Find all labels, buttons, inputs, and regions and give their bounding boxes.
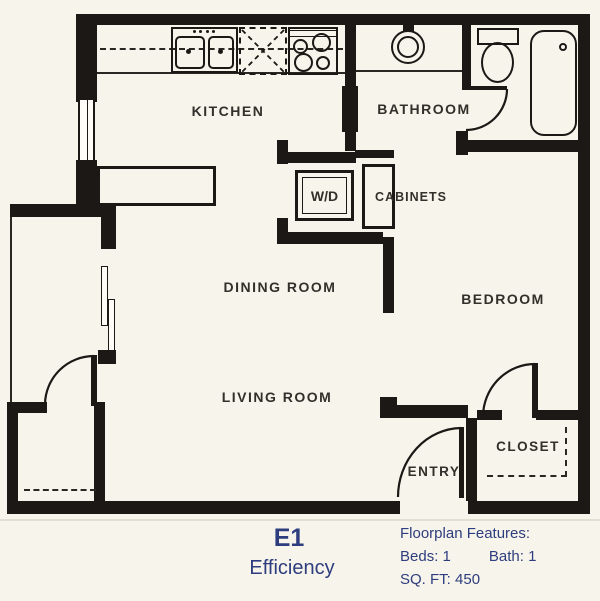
bathroom-door-leaf: [465, 86, 507, 90]
bathtub-icon: [530, 30, 577, 136]
sink-hole: [193, 30, 196, 33]
wall-bottom-left: [7, 501, 400, 514]
toilet-bowl: [481, 42, 514, 83]
faucet-icon: [403, 24, 414, 31]
features-beds-bath: Beds: 1 Bath: 1: [400, 548, 536, 565]
sink-hole: [199, 30, 202, 33]
sink-faucet-dot: [186, 49, 191, 54]
wall-top: [76, 14, 586, 25]
room-label-bathroom: BATHROOM: [377, 101, 471, 117]
wall-storage-left: [7, 402, 18, 506]
plan-name: Efficiency: [249, 557, 335, 579]
room-label-cabinets: CABINETS: [375, 190, 447, 204]
wall-left-upper: [76, 14, 97, 102]
window-mullion: [86, 100, 88, 160]
wall-storage-right: [94, 402, 105, 501]
wall-storage-top: [7, 402, 47, 413]
wall-bath-divider: [462, 25, 471, 90]
tub-drain: [559, 43, 567, 51]
room-label-entry: ENTRY: [407, 464, 461, 479]
entry-door-leaf: [459, 427, 464, 498]
closet-shelf-dashed: [487, 475, 567, 477]
sqft-value: SQ. FT: 450: [400, 571, 481, 588]
sink-basin-right: [208, 36, 234, 69]
wall-closet-top-left: [477, 410, 502, 420]
faucet-handle: [400, 20, 404, 24]
sink-basin-left: [175, 36, 205, 69]
vanity-counter-edge: [356, 70, 462, 72]
room-label-dining: DINING ROOM: [223, 279, 337, 295]
wall-left-mid: [76, 160, 97, 212]
wall-wd-bottom: [283, 232, 383, 244]
wall-living-west-cap: [98, 350, 116, 364]
stove-burner: [312, 33, 331, 52]
entry-door-arc: [396, 426, 462, 498]
stove-icon: [288, 27, 338, 75]
patio-edge-line: [10, 217, 12, 403]
wall-right: [578, 14, 590, 514]
sink-hole: [206, 30, 209, 33]
wall-hall-top: [355, 150, 394, 158]
room-label-closet: CLOSET: [496, 439, 560, 454]
patio-door-leaf: [91, 355, 97, 406]
sink-hole: [212, 30, 215, 33]
wall-patio-jut: [10, 204, 116, 217]
plan-code: E1: [273, 524, 305, 552]
wall-wd-cap-top: [277, 140, 288, 164]
features-title: Floorplan Features:: [400, 525, 531, 542]
washer-dryer-inner: W/D: [302, 177, 347, 214]
wall-entry-closet-divider: [466, 418, 477, 501]
cabinets-pantry: [362, 164, 395, 229]
wall-living-bedroom: [383, 405, 468, 418]
bath-value: Bath: 1: [488, 548, 537, 565]
closet-door-arc: [481, 362, 536, 417]
closet-shelf-dashed: [565, 427, 567, 477]
room-label-wd: W/D: [310, 187, 339, 204]
wall-wd-cap-bottom: [277, 218, 288, 244]
bathroom-sink-inner: [397, 36, 419, 58]
sliding-window-pane-icon: [101, 266, 108, 326]
patio-door-arc: [43, 354, 95, 405]
bathroom-sink-icon: [391, 30, 425, 64]
stove-burner: [293, 39, 308, 54]
wall-bottom-right: [468, 501, 590, 514]
room-label-kitchen: KITCHEN: [191, 103, 265, 119]
faucet-handle: [410, 20, 414, 24]
bathroom-door-arc: [465, 88, 509, 132]
washer-dryer-icon: [295, 170, 354, 221]
wall-bath-bottom: [456, 140, 586, 152]
stove-burner: [294, 53, 313, 72]
wall-living-west-stub: [101, 217, 116, 249]
scan-crease: [0, 519, 600, 521]
wall-plumbing-chase: [342, 86, 358, 132]
kitchen-sink-icon: [171, 27, 238, 73]
storage-shelf-dashed: [24, 489, 96, 491]
kitchen-peninsula: [97, 166, 216, 206]
wall-wd-top: [283, 152, 356, 163]
sink-faucet-dot: [218, 49, 223, 54]
room-label-bedroom: BEDROOM: [461, 291, 545, 307]
closet-door-leaf: [532, 363, 538, 418]
dishwasher-icon: [239, 27, 287, 75]
window-kitchen-icon: [78, 100, 95, 160]
beds-value: Beds: 1: [400, 548, 451, 565]
wall-dining-bedroom-divider: [383, 237, 394, 313]
room-label-living: LIVING ROOM: [221, 389, 333, 405]
kitchen-counter-edge: [97, 72, 345, 74]
stove-burner: [316, 56, 330, 70]
wall-closet-top-right: [536, 410, 578, 420]
